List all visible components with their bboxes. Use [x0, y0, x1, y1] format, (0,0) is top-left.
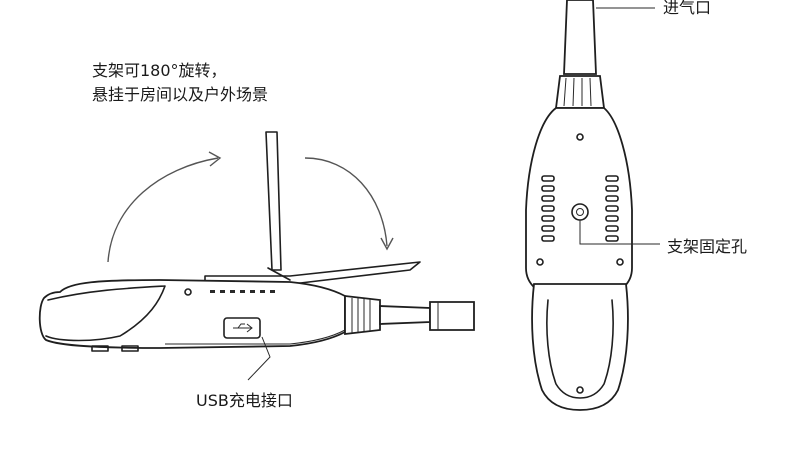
- rear-bottom-screw-right: [616, 258, 624, 266]
- rotation-arrow-right-head: [380, 237, 394, 251]
- side-nozzle-tube: [379, 305, 431, 325]
- air-inlet-label: 进气口: [663, 0, 712, 17]
- rear-vent-right: [605, 175, 619, 242]
- stand-mount-hole-label: 支架固定孔: [667, 237, 748, 256]
- usb-pointer-line: [247, 336, 271, 381]
- usb-port-label: USB充电接口: [196, 391, 293, 410]
- mount-hole-pointer-line: [579, 220, 660, 245]
- rear-vent-left: [541, 175, 555, 242]
- side-collar-ribs: [351, 298, 371, 333]
- rotation-arrow-left: [107, 157, 219, 263]
- stand-upright: [265, 131, 282, 271]
- rotation-arrow-right: [304, 157, 388, 247]
- rear-inlet-tube: [563, 0, 597, 75]
- stand-rotation-label-line2: 悬挂于房间以及户外场景: [92, 85, 269, 104]
- rear-cradle-inner: [546, 299, 614, 399]
- rear-view-device: [525, 0, 660, 411]
- side-foot-2: [121, 345, 139, 352]
- side-shell-curve: [45, 285, 166, 342]
- side-vent-slots: [210, 290, 275, 293]
- usb-symbol: [233, 323, 253, 333]
- rear-device-body: [525, 107, 633, 299]
- rear-collar-ribs: [563, 77, 592, 107]
- side-device-body: [38, 279, 346, 349]
- rear-collar: [554, 75, 606, 109]
- side-indicator-dot: [184, 288, 192, 296]
- rear-cradle-screw: [576, 386, 584, 394]
- side-foot-1: [91, 345, 109, 352]
- side-lower-seam: [165, 329, 346, 345]
- rear-top-screw: [576, 133, 584, 141]
- side-view-device: [38, 131, 475, 381]
- rotation-arrow-left-head: [208, 151, 222, 167]
- stand-hinge: [267, 267, 291, 281]
- stand-rotation-label-line1: 支架可180°旋转，: [92, 61, 227, 80]
- rear-bottom-screw-left: [536, 258, 544, 266]
- usb-port: [223, 317, 261, 339]
- rear-cradle: [531, 283, 629, 411]
- side-nozzle-tip: [429, 301, 475, 331]
- side-nozzle-collar: [344, 294, 381, 336]
